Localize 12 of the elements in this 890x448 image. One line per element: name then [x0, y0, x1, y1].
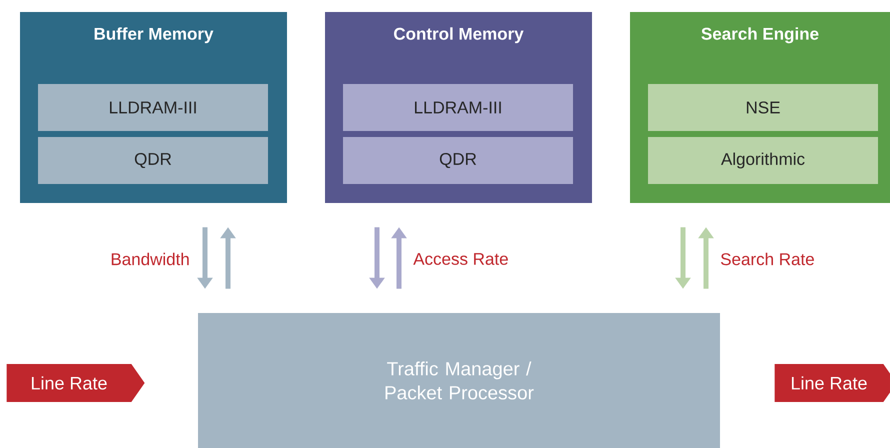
edge-label: Search Rate — [720, 252, 814, 266]
line-rate-tag: Line Rate — [6, 364, 145, 402]
memory-type-box: NSE — [648, 84, 878, 131]
memory-type-box: QDR — [343, 137, 573, 184]
processor-box: Traffic Manager / Packet Processor — [198, 313, 720, 448]
edge-label: Access Rate — [413, 253, 508, 265]
memory-type-box: QDR — [38, 137, 268, 184]
memory-type-box: LLDRAM-III — [343, 84, 573, 131]
memory-type-box: LLDRAM-III — [38, 84, 268, 131]
line-rate-tag: Line Rate — [774, 364, 890, 402]
memory-type-box: Algorithmic — [648, 137, 878, 184]
edge-label: Bandwidth — [112, 252, 189, 266]
